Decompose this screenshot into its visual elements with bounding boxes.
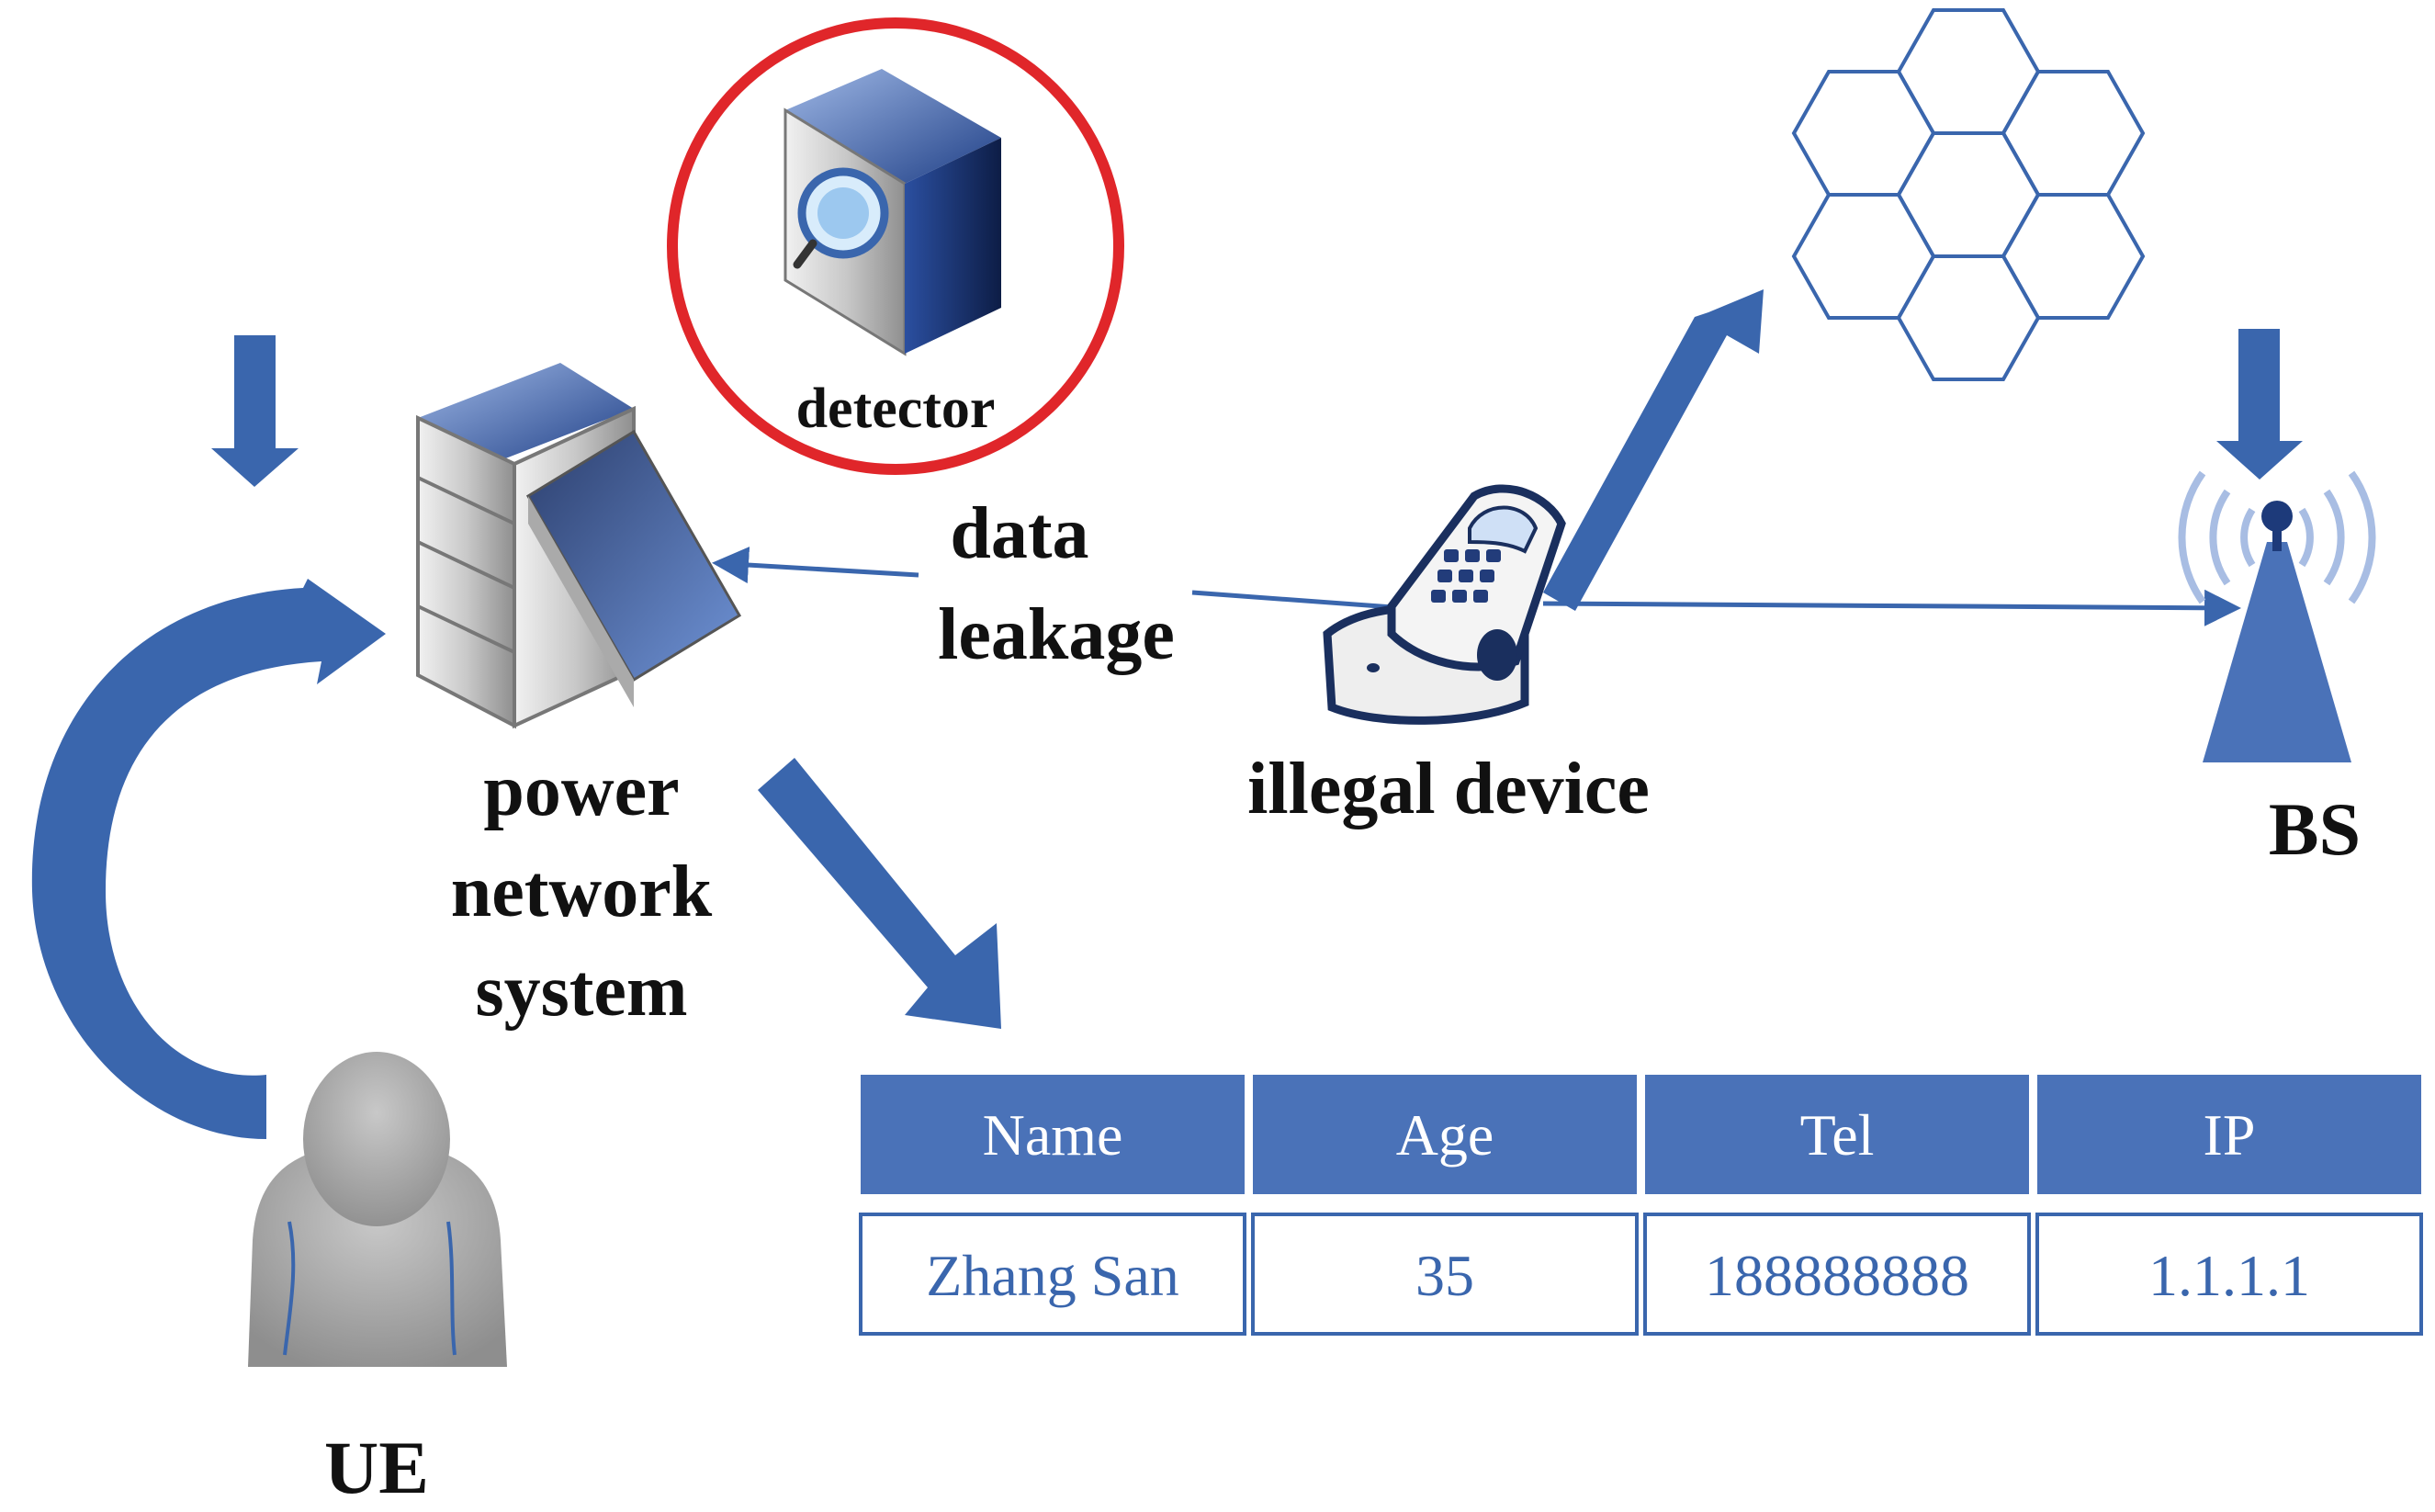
bs-antenna-icon	[2178, 470, 2376, 762]
input-down-arrow	[211, 335, 299, 487]
header-cell-age	[1253, 1075, 1637, 1194]
ue-person-icon	[248, 1052, 507, 1367]
server-icon	[416, 363, 742, 729]
detector-label: detector	[796, 378, 996, 440]
row-cell-age	[1251, 1213, 1639, 1336]
header-ip: IP	[2204, 1102, 2256, 1168]
bs-down-arrow	[2216, 329, 2303, 480]
header-name: Name	[983, 1102, 1123, 1168]
illegal-device-label: illegal device	[1247, 749, 1650, 829]
data-leakage-label: data leakage	[938, 493, 1175, 675]
detector-group: detector	[667, 17, 1124, 475]
ue-to-server-arrow	[31, 579, 386, 1139]
phone-icon	[1323, 484, 1566, 725]
header-tel: Tel	[1800, 1102, 1875, 1168]
row-cell-ip	[2035, 1213, 2423, 1336]
ue-label: UE	[324, 1426, 429, 1509]
leakage-line-lower	[1191, 590, 1406, 611]
power-network-system-label: power network system	[451, 750, 713, 1032]
power-label-line-3: system	[475, 951, 687, 1032]
power-label-line-1: power	[483, 750, 679, 831]
cell-age-value: 35	[1415, 1243, 1474, 1308]
cell-name-value: Zhang San	[926, 1243, 1179, 1308]
row-cell-tel	[1643, 1213, 2031, 1336]
cell-grid-icon	[1791, 8, 2146, 381]
bs-label: BS	[2269, 787, 2361, 871]
header-cell-tel	[1645, 1075, 2029, 1194]
header-cell-name	[861, 1075, 1245, 1194]
row-cell-name	[859, 1213, 1246, 1336]
phone-to-bs-arrow	[1542, 589, 2241, 626]
data-table: Name Age Tel IP Zhang San 35 188888888 1…	[859, 1075, 2423, 1336]
server-to-table-arrow	[758, 758, 1001, 1029]
data-leakage-line-2: leakage	[938, 594, 1175, 675]
data-leakage-line-1: data	[950, 493, 1088, 574]
cell-tel-value: 188888888	[1705, 1243, 1969, 1308]
power-label-line-2: network	[451, 852, 713, 932]
leakage-arrow-upper	[712, 547, 919, 584]
uplink-arrow	[1543, 289, 1764, 611]
cell-ip-value: 1.1.1.1	[2148, 1243, 2310, 1308]
header-age: Age	[1396, 1102, 1494, 1168]
header-cell-ip	[2037, 1075, 2421, 1194]
detector-icon	[783, 69, 1001, 356]
table-row: Zhang San 35 188888888 1.1.1.1	[859, 1213, 2423, 1336]
table-header-row: Name Age Tel IP	[861, 1075, 2421, 1194]
